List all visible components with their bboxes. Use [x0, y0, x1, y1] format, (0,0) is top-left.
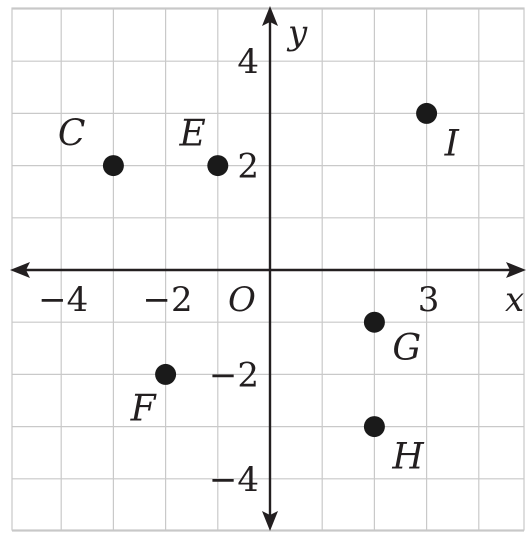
axes: x y O: [10, 6, 526, 531]
point-F: [155, 363, 177, 385]
x-axis-left-arrow-icon: [10, 262, 30, 278]
y-tick-label: −2: [209, 355, 259, 395]
x-axis-label: x: [505, 280, 524, 320]
y-axis-down-arrow-icon: [262, 511, 278, 531]
point-C: [102, 155, 124, 177]
x-tick-label: −2: [143, 280, 193, 320]
point-label-F: F: [130, 388, 158, 429]
grid: [11, 7, 525, 532]
point-label-I: I: [444, 123, 460, 164]
grid-border: [11, 7, 525, 531]
point-label-C: C: [58, 114, 86, 155]
y-tick-label: 2: [237, 147, 259, 187]
point-label-G: G: [392, 328, 421, 369]
point-E: [207, 155, 229, 177]
x-axis-right-arrow-icon: [506, 262, 526, 278]
y-axis-up-arrow-icon: [262, 6, 278, 26]
point-G: [363, 311, 385, 333]
x-tick-label: 3: [418, 280, 440, 320]
y-tick-label: −4: [209, 460, 259, 500]
tick-labels: −4 −2 3 4 2 −2 −4: [38, 42, 439, 500]
point-label-H: H: [391, 437, 424, 478]
point-I: [416, 102, 438, 124]
point-label-E: E: [179, 114, 206, 155]
point-H: [363, 416, 385, 438]
y-axis-label: y: [286, 13, 308, 53]
x-tick-label: −4: [38, 280, 88, 320]
y-tick-label: 4: [237, 42, 259, 82]
origin-label: O: [228, 280, 256, 320]
points: C E I F G H: [58, 102, 460, 478]
